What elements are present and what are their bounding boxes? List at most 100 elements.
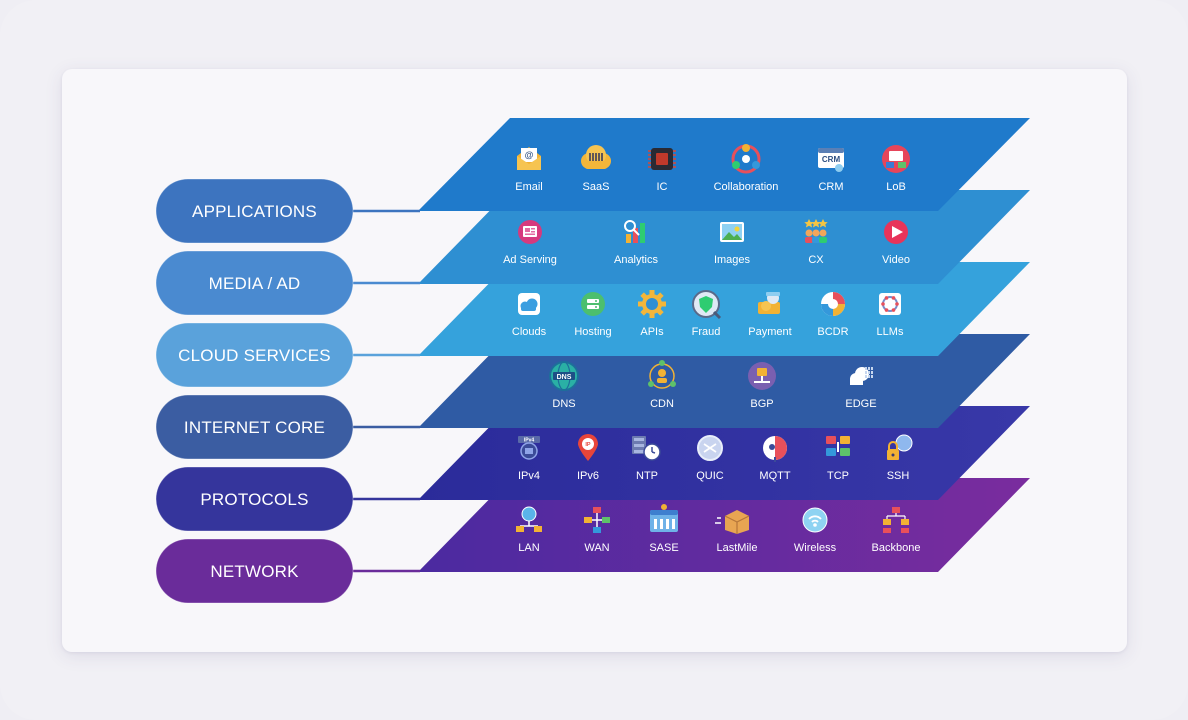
layer-item-label: APIs — [640, 326, 664, 338]
cx-icon — [804, 219, 828, 243]
layer-pill-shape — [155, 466, 354, 532]
cdn-icon — [648, 360, 676, 389]
svg-text:IP: IP — [585, 442, 591, 448]
layer-item-label: Images — [714, 254, 751, 266]
llm-icon — [879, 293, 901, 315]
layer-item-label: Clouds — [512, 326, 547, 338]
layer-item: QUIC — [696, 435, 724, 482]
svg-text:CRM: CRM — [822, 155, 841, 164]
layer-item-label: Ad Serving — [503, 254, 557, 266]
ssh-lock-icon — [887, 434, 913, 460]
layer-item: WAN — [584, 507, 610, 554]
layer-item-label: IPv4 — [518, 470, 540, 482]
layer-item: LastMile — [715, 510, 757, 554]
layer-item: Images — [714, 222, 751, 266]
layer-item: Wireless — [794, 507, 837, 554]
layer-item-label: SaaS — [583, 181, 610, 193]
crm-icon: CRM — [818, 148, 844, 172]
layer-item-label: Analytics — [614, 254, 659, 266]
layer-item-label: QUIC — [696, 470, 724, 482]
svg-text:IPv4: IPv4 — [524, 438, 535, 444]
layer-item-label: BCDR — [817, 326, 848, 338]
lastmile-box-icon — [715, 510, 750, 534]
layer-item-label: Collaboration — [714, 181, 779, 193]
layer-item: SASE — [649, 504, 679, 554]
layer-item-label: Email — [515, 181, 543, 193]
layer-item-label: NTP — [636, 470, 658, 482]
layer-slab-internet-core: DNS DNS CDN BGP EDGE — [418, 334, 1030, 428]
layer-item-label: Video — [882, 254, 910, 266]
layer-item: BCDR — [817, 292, 849, 338]
layer-item: APIs — [638, 290, 666, 338]
layer-connectors — [352, 209, 420, 573]
layer-pill-label: APPLICATIONS — [192, 202, 317, 221]
layer-item: @ Email — [515, 147, 543, 193]
layer-item-label: SASE — [649, 542, 678, 554]
layer-pill-shape — [155, 394, 354, 460]
layer-item: LLMs — [877, 293, 904, 338]
lob-icon — [882, 145, 910, 173]
layer-item-label: LAN — [518, 542, 539, 554]
analytics-icon — [624, 220, 645, 243]
layer-item-label: TCP — [827, 470, 849, 482]
chip-icon — [648, 148, 676, 170]
wireless-icon — [802, 507, 828, 533]
layer-item: Hosting — [574, 292, 612, 338]
layer-pill-cloud-services: CLOUD SERVICES — [155, 322, 354, 388]
wan-icon — [584, 507, 610, 533]
layer-item: Clouds — [512, 293, 547, 338]
layer-item: DNS DNS — [549, 361, 579, 410]
layer-pill-internet-core: INTERNET CORE — [155, 394, 354, 460]
layer-slab-shape — [418, 262, 1030, 356]
svg-text:DNS: DNS — [557, 374, 572, 381]
layer-item-label: Wireless — [794, 542, 837, 554]
layer-item: CDN — [648, 360, 676, 410]
payment-icon — [758, 292, 780, 314]
images-icon — [720, 222, 744, 242]
layer-item-label: WAN — [584, 542, 609, 554]
layer-item-label: LoB — [886, 181, 906, 193]
quic-icon — [697, 435, 723, 461]
layer-item: Fraud — [692, 290, 722, 338]
backbone-icon — [883, 507, 909, 533]
layer-pill-protocols: PROTOCOLS — [155, 466, 354, 532]
layer-item-label: EDGE — [845, 398, 876, 410]
ipv4-icon: IPv4 — [518, 436, 540, 460]
email-icon: @ — [517, 147, 541, 170]
clouds-icon — [518, 293, 540, 315]
layer-pill-shape — [155, 178, 354, 244]
dns-globe-icon: DNS — [549, 361, 579, 391]
layer-item-label: SSH — [887, 470, 910, 482]
layer-item-label: MQTT — [759, 470, 790, 482]
layer-item-label: IC — [657, 181, 668, 193]
layer-item-label: DNS — [552, 398, 575, 410]
layer-item: LAN — [516, 506, 542, 554]
layer-item: Analytics — [614, 220, 659, 266]
fraud-shield-icon — [692, 290, 722, 320]
layer-item: Video — [882, 220, 910, 266]
layer-item-label: Backbone — [872, 542, 921, 554]
layer-pill-label: NETWORK — [210, 562, 299, 581]
layer-item: Ad Serving — [503, 220, 557, 266]
edge-cloud-icon — [850, 367, 873, 385]
layer-slab-shape — [418, 334, 1030, 428]
hosting-icon — [581, 292, 605, 316]
sase-icon — [650, 504, 678, 532]
layer-item-label: Payment — [748, 326, 791, 338]
layer-pill-label: MEDIA / AD — [209, 274, 301, 293]
collaboration-icon — [731, 144, 761, 174]
saas-cloud-icon — [581, 145, 611, 169]
layer-pill-media-ad: MEDIA / AD — [155, 250, 354, 316]
layer-pill-shape — [155, 322, 354, 388]
tcp-icon — [826, 436, 850, 456]
layer-item-label: LLMs — [877, 326, 904, 338]
layer-item: NTP — [632, 436, 661, 482]
ipv6-pin-icon: IP — [578, 434, 598, 461]
layer-item-label: BGP — [750, 398, 773, 410]
layer-pill-applications: APPLICATIONS — [155, 178, 354, 244]
ad-serving-icon — [518, 220, 542, 244]
